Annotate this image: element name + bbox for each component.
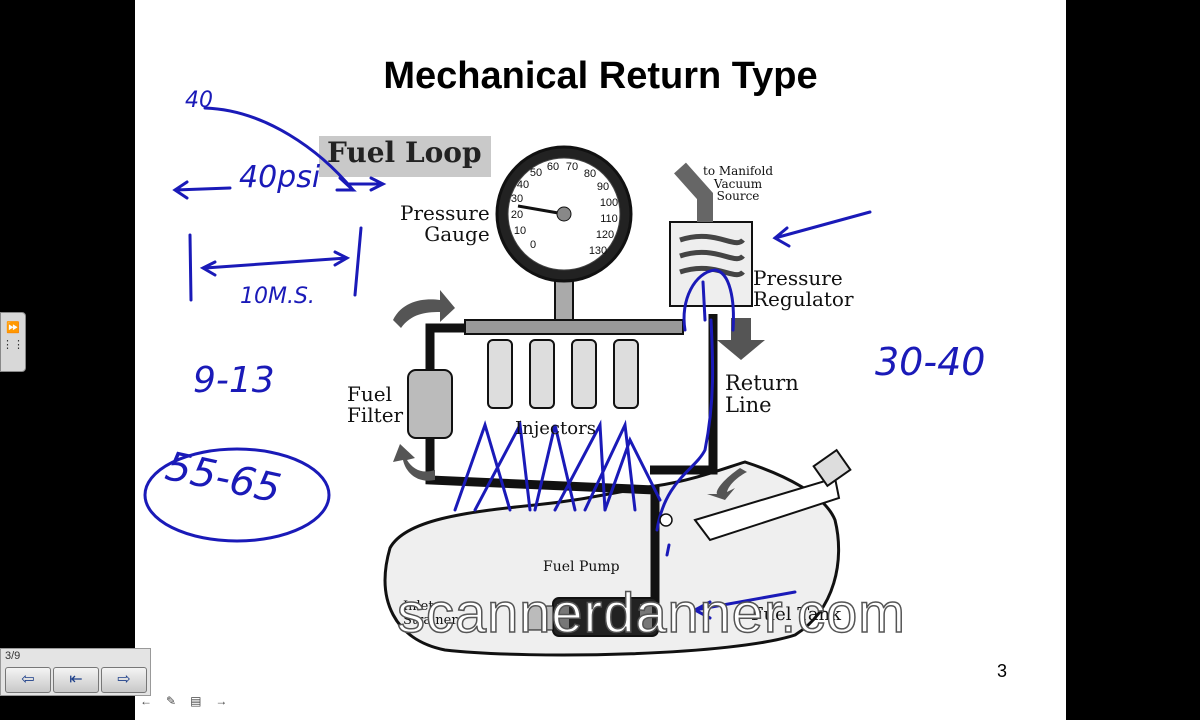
label-fuel-pump: Fuel Pump (543, 559, 620, 575)
arrow-left-icon[interactable]: ← (140, 694, 166, 708)
ink-bar-left (188, 233, 193, 302)
return-line (650, 314, 718, 475)
filler-cap (812, 448, 852, 488)
gauge-needle (517, 204, 565, 216)
fuel-loop-diagram: 0 10 20 30 40 50 60 70 80 90 100 110 120… (143, 106, 872, 657)
diagram-title-box (319, 136, 491, 177)
label-pressure-regulator: Pressure Regulator (753, 266, 854, 311)
slide-navigator: 3/9 ⇦ ⇤ ⇨ (0, 648, 151, 696)
previous-slide-button[interactable]: ⇦ (5, 667, 51, 693)
page-number: 3 (997, 661, 1008, 681)
injectors (487, 339, 639, 409)
pen-icon[interactable]: ✎ (166, 694, 191, 708)
slide-title: Mechanical Return Type (383, 55, 818, 97)
slide-menu-button[interactable]: ⇤ (53, 667, 99, 693)
gauge-tick: 70 (566, 161, 578, 173)
fuel-filter (407, 369, 453, 439)
mouse-pointer (659, 513, 673, 527)
flow-arrow (393, 444, 435, 481)
gauge-tick: 110 (600, 213, 618, 225)
gauge-tick: 90 (597, 181, 609, 193)
label-inlet-strainer: Inlet Strainer (403, 599, 458, 628)
vacuum-hose (674, 162, 713, 222)
gauge-tick: 50 (530, 167, 542, 179)
ink-bar-right (353, 226, 363, 297)
ink-text-9-13: 9-13 (193, 360, 275, 401)
label-return-line: Return Line (725, 371, 799, 418)
ink-return-path (655, 318, 715, 532)
side-panel-toggle[interactable]: ⏩ ⋮⋮ (0, 312, 26, 372)
injector (571, 339, 597, 409)
ink-annotations (143, 106, 872, 620)
slide-counter: 3/9 (5, 650, 21, 662)
ink-text-40: 40 (185, 88, 213, 113)
injector (529, 339, 555, 409)
label-manifold: to Manifold Vacuum Source (703, 164, 774, 204)
gauge-tick: 10 (514, 225, 526, 237)
arrow-right-icon: ⇨ (117, 671, 131, 688)
ink-spray (453, 419, 662, 512)
gauge-tick: 60 (547, 161, 559, 173)
faded-toolbar[interactable]: ←✎▤→ (140, 694, 270, 712)
ink-interval-arrow (199, 250, 351, 277)
ink-arrow-40psi (172, 176, 387, 200)
ink-curve-arrow (203, 106, 357, 192)
arrow-right-icon[interactable]: → (215, 694, 242, 708)
grid-icon: ⋮⋮ (2, 339, 24, 351)
label-pressure-gauge: Pressure Gauge (400, 201, 490, 246)
ink-circle (143, 447, 331, 543)
gauge-tick-labels: 0 10 20 30 40 50 60 70 80 90 100 110 120… (511, 161, 618, 265)
injector (487, 339, 513, 409)
gauge-tick: 120 (596, 229, 614, 241)
ink-text-10ms: 10M.S. (240, 284, 315, 309)
slide-menu-icon: ⇤ (69, 671, 83, 688)
return-arrow-down (717, 318, 765, 360)
arrow-left-icon: ⇦ (21, 671, 35, 688)
ink-tank-arrow (691, 590, 797, 620)
ink-arrow-regulator (772, 210, 872, 248)
label-fuel-tank: Fuel Tank (751, 604, 842, 625)
label-fuel-filter: Fuel Filter (347, 382, 404, 427)
inlet-strainer (524, 605, 554, 631)
injector (613, 339, 639, 409)
label-injectors: Injectors (515, 418, 596, 439)
gauge-tick: 20 (511, 209, 523, 221)
menu-icon[interactable]: ▤ (190, 694, 216, 708)
gauge-tick: 40 (517, 179, 529, 191)
gauge-tick: 100 (600, 197, 618, 209)
ink-tick (665, 543, 671, 557)
filler-neck (693, 476, 841, 542)
ink-regulator-loop (682, 268, 735, 332)
flow-arrow (707, 468, 747, 500)
gauge-tick: 80 (584, 168, 596, 180)
gauge-tick: 130 (589, 245, 607, 257)
gauge-tick: 30 (511, 193, 523, 205)
gauge-unit: PSI (554, 251, 573, 265)
flow-arrow (393, 290, 455, 328)
pressure-regulator (669, 221, 753, 307)
diagram-title: Fuel Loop (327, 136, 482, 169)
watermark: scannerdanner.com (396, 580, 906, 645)
gauge-tick: 0 (530, 239, 536, 251)
slide: Mechanical Return Type Fuel Loop (135, 0, 1066, 720)
next-slide-button[interactable]: ⇨ (101, 667, 147, 693)
fast-forward-icon: ⏩ (6, 322, 20, 334)
ink-text-40psi: 40psi (239, 160, 321, 195)
fuel-rail (464, 319, 684, 335)
ink-text-30-40: 30-40 (875, 340, 986, 384)
